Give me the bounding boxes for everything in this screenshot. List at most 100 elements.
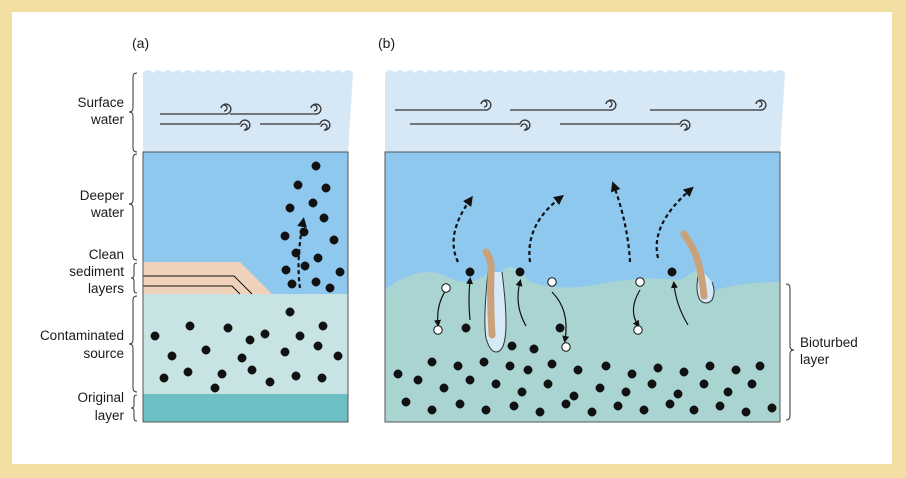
contaminant-particle bbox=[647, 379, 657, 389]
label-deeper-water-1: Deeper bbox=[80, 188, 125, 203]
contaminant-particle bbox=[453, 361, 463, 371]
contaminant-particle bbox=[150, 331, 160, 341]
contaminant-particle bbox=[223, 323, 233, 333]
label-clean-sediment-2: sediment bbox=[69, 264, 124, 279]
contaminant-particle bbox=[237, 353, 247, 363]
panel-b-upward-arrows bbox=[452, 181, 694, 263]
contaminant-particle bbox=[159, 373, 169, 383]
mixing-arrow bbox=[515, 279, 527, 327]
contaminant-particle bbox=[319, 213, 329, 223]
panel-b-mixing-arrows bbox=[434, 277, 689, 343]
contaminant-particle bbox=[465, 375, 475, 385]
panel-a-cap-line-upper bbox=[143, 275, 253, 295]
contaminant-particle bbox=[185, 321, 195, 331]
panel-b-contaminant-particles bbox=[393, 267, 777, 417]
panel-a-outline bbox=[142, 151, 349, 423]
clean-particle bbox=[635, 277, 645, 287]
contaminant-particle bbox=[679, 367, 689, 377]
contaminant-particle bbox=[293, 180, 303, 190]
contaminant-particle bbox=[311, 161, 321, 171]
panel-b bbox=[384, 70, 785, 423]
contaminant-particle bbox=[515, 267, 525, 277]
contaminant-particle bbox=[673, 389, 683, 399]
contaminant-particle bbox=[481, 405, 491, 415]
panel-b-clean-particles bbox=[433, 277, 645, 352]
panel-b-worms bbox=[482, 230, 708, 339]
label-bioturbed-layer-2: layer bbox=[800, 352, 830, 367]
contaminant-particle bbox=[335, 267, 345, 277]
contaminant-particle bbox=[653, 363, 663, 373]
contaminant-particle bbox=[465, 267, 475, 277]
panel-b-outline bbox=[384, 151, 781, 423]
upward-flux-arrow bbox=[610, 181, 632, 263]
contaminant-particle bbox=[507, 341, 517, 351]
contaminant-particle bbox=[393, 369, 403, 379]
contaminant-particle bbox=[767, 403, 777, 413]
panel-a-surface-water bbox=[143, 70, 353, 152]
contaminant-particle bbox=[291, 371, 301, 381]
current-swirl bbox=[510, 99, 617, 111]
contaminant-particle bbox=[723, 387, 733, 397]
brace-clean-sediment bbox=[130, 262, 138, 294]
contaminant-particle bbox=[639, 405, 649, 415]
contaminant-particle bbox=[699, 379, 709, 389]
contaminant-particle bbox=[543, 379, 553, 389]
contaminant-particle bbox=[245, 335, 255, 345]
contaminant-particle bbox=[247, 365, 257, 375]
label-surface-water-1: Surface bbox=[77, 95, 124, 110]
contaminant-particle bbox=[280, 347, 290, 357]
mixing-arrow bbox=[466, 277, 474, 321]
panel-a-plume-particles bbox=[280, 161, 345, 293]
contaminant-particle bbox=[601, 361, 611, 371]
contaminant-particle bbox=[561, 399, 571, 409]
mixing-arrow bbox=[670, 281, 689, 326]
label-surface-water-2: water bbox=[90, 112, 125, 127]
mixing-arrow bbox=[434, 289, 447, 327]
panel-b-bioturbed-sediment bbox=[385, 266, 780, 422]
contaminant-particle bbox=[401, 397, 411, 407]
contaminant-particle bbox=[613, 401, 623, 411]
panel-a-cap-line-lower bbox=[143, 285, 241, 295]
contaminant-particle bbox=[491, 379, 501, 389]
panel-b-label: (b) bbox=[378, 35, 395, 51]
right-labels: Bioturbed layer bbox=[785, 283, 858, 421]
contaminant-particle bbox=[285, 203, 295, 213]
brace-bioturbed-layer bbox=[785, 283, 795, 421]
label-original-layer-2: layer bbox=[95, 408, 125, 423]
current-swirl bbox=[260, 119, 331, 131]
contaminant-particle bbox=[741, 407, 751, 417]
contaminant-particle bbox=[265, 377, 275, 387]
contaminant-particle bbox=[627, 369, 637, 379]
contaminant-particle bbox=[413, 375, 423, 385]
contaminant-particle bbox=[260, 329, 270, 339]
contaminant-particle bbox=[509, 401, 519, 411]
worm-left bbox=[482, 248, 496, 339]
current-swirl bbox=[395, 99, 492, 111]
contaminant-particle bbox=[311, 277, 321, 287]
contaminant-particle bbox=[325, 283, 335, 293]
brace-deeper-water bbox=[128, 153, 138, 261]
contaminant-particle bbox=[313, 341, 323, 351]
mixing-arrow bbox=[551, 291, 570, 343]
contaminant-particle bbox=[621, 387, 631, 397]
label-bioturbed-layer-1: Bioturbed bbox=[800, 335, 858, 350]
contaminant-particle bbox=[569, 391, 579, 401]
contaminant-particle bbox=[573, 365, 583, 375]
contaminant-particle bbox=[455, 399, 465, 409]
contaminant-particle bbox=[517, 387, 527, 397]
clean-particle bbox=[561, 342, 571, 352]
contaminant-particle bbox=[210, 383, 220, 393]
contaminant-particle bbox=[201, 345, 211, 355]
contaminant-particle bbox=[287, 279, 297, 289]
contaminant-particle bbox=[479, 357, 489, 367]
current-swirl bbox=[230, 103, 322, 115]
brace-original-layer bbox=[130, 394, 138, 422]
clean-particle bbox=[433, 325, 443, 335]
contaminant-particle bbox=[665, 399, 675, 409]
contaminant-particle bbox=[321, 183, 331, 193]
contaminant-particle bbox=[461, 323, 471, 333]
mixing-arrow bbox=[632, 289, 641, 328]
panel-a-contaminant-particles bbox=[150, 307, 343, 393]
contaminant-particle bbox=[217, 369, 227, 379]
